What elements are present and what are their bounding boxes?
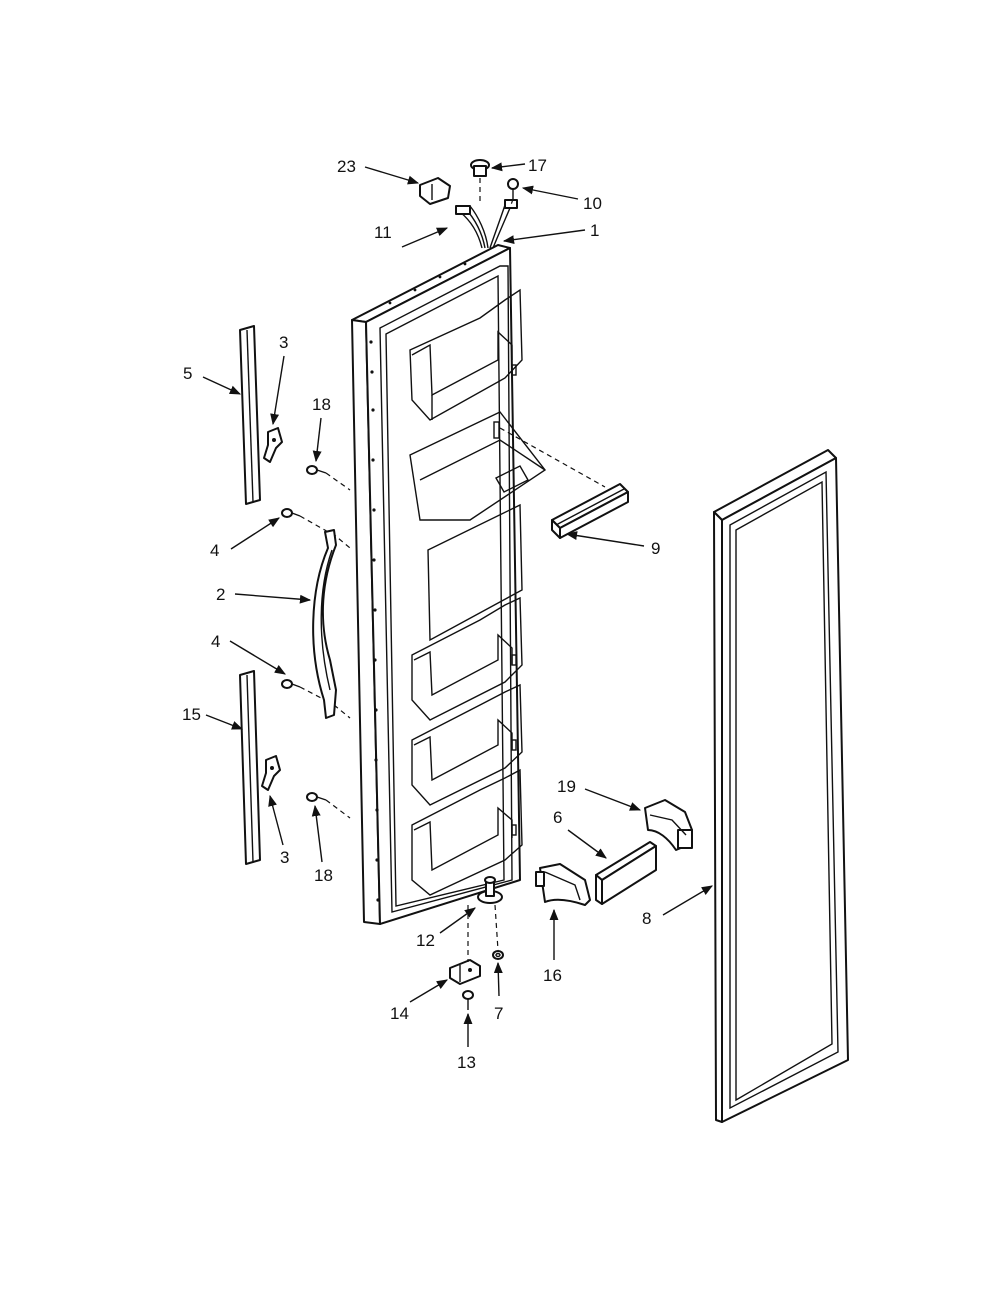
door-liner-inner-border [385,274,505,907]
liner-top-bin-shelf [411,330,513,397]
callout-6: 6 [553,808,562,827]
leader-2 [234,593,312,604]
leader-6 [567,829,607,859]
liner-bin-2 [411,596,523,721]
door-assembly [351,244,547,925]
leader-17 [490,162,526,172]
callout-4-upper: 4 [210,541,219,560]
callout-11: 11 [374,223,392,242]
part-12-hinge-pin [477,876,503,904]
liner-dispenser-slot [495,465,529,493]
callout-16: 16 [543,966,562,985]
door-liner-border [379,265,513,913]
callout-17: 17 [528,156,547,175]
leader-14 [409,979,448,1003]
part-3-upper-clip [263,427,283,463]
callout-9: 9 [651,539,660,558]
part-18-upper-screw [306,465,327,475]
liner-bottom-bin [411,768,523,896]
part-2-door-handle [312,529,337,719]
door-face [365,247,521,925]
door-liner-bins [409,288,547,896]
leader-12 [439,907,476,934]
callout-5: 5 [183,364,192,383]
part-13-screw [462,990,474,1010]
part-6-panel [595,841,657,905]
part-4-upper-screw [281,508,301,518]
leader-18b [311,804,323,863]
part-18-lower-screw [306,792,327,802]
callout-4-lower: 4 [211,632,220,651]
leader-4a [230,517,280,550]
callout-12: 12 [416,931,435,950]
part-10-screw [507,178,519,199]
leader-11 [401,227,449,248]
liner-middle-panel [427,503,523,642]
part-19-bracket [644,799,693,851]
leader-15 [205,714,244,730]
leader-8 [662,885,713,916]
part-5-upper-trim-strip [239,325,261,505]
callout-labels: 23 17 10 11 1 5 3 18 9 4 2 4 15 3 18 19 … [182,156,660,1072]
part-11-wire-harness [455,199,518,249]
callout-2: 2 [216,585,225,604]
leader-18a [312,417,322,463]
callout-15: 15 [182,705,201,724]
callout-10: 10 [583,194,602,213]
leader-1 [502,229,586,245]
callout-7: 7 [494,1004,503,1023]
liner-top-bin-outline [409,288,523,421]
part-16-bracket [535,863,591,906]
leader-lines [202,162,713,1047]
leader-5 [202,376,242,395]
callout-8: 8 [642,909,651,928]
callout-13: 13 [457,1053,476,1072]
part-15-lower-trim-strip [239,670,261,865]
part-7-washer [492,950,504,960]
callout-3-lower: 3 [280,848,289,867]
leader-23 [364,166,420,185]
callout-1: 1 [590,221,599,240]
callout-23: 23 [337,157,356,176]
callout-18-upper: 18 [312,395,331,414]
leader-3a [270,355,285,426]
leader-7 [493,961,503,997]
part-14-hinge-bracket [449,959,481,985]
liner-dispenser-shelf [409,411,547,521]
part-8-door-gasket [713,449,849,1123]
part-23-connector [419,177,451,205]
leader-9 [565,531,645,547]
callout-3-upper: 3 [279,333,288,352]
leader-10 [521,185,579,200]
door-edge-holes [369,340,380,902]
part-17-plug [470,159,490,177]
liner-bin-3 [411,683,523,806]
leader-19 [584,788,642,811]
callout-18-lower: 18 [314,866,333,885]
leader-3b [268,794,284,846]
part-3-lower-clip [261,755,281,791]
leader-4b [229,640,286,675]
callout-14: 14 [390,1004,409,1023]
door-top-holes [388,262,467,305]
callout-19: 19 [557,777,576,796]
part-4-lower-screw [281,679,301,689]
part-9-channel [551,483,629,539]
